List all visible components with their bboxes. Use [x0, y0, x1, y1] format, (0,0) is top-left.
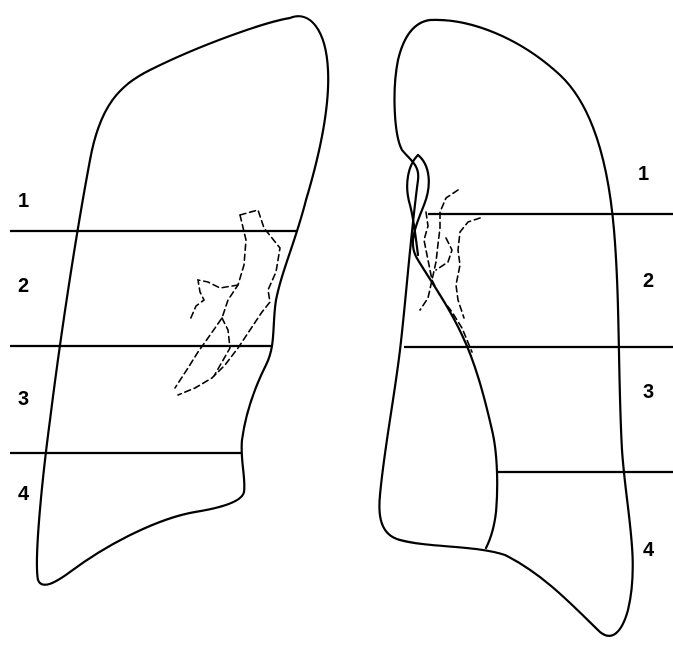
left-zone-label-2: 2: [18, 275, 29, 297]
right-lung: [379, 20, 632, 636]
left-zone-label-1: 1: [18, 190, 29, 212]
right-zone-label-1: 1: [638, 163, 649, 185]
right-zone-label-4: 4: [643, 539, 655, 561]
left-hilum-vessel-3: [190, 280, 238, 320]
left-lung-outline: [37, 16, 328, 585]
right-zone-label-2: 2: [643, 270, 654, 292]
right-zone-label-3: 3: [643, 381, 654, 403]
right-hilum-vessel-3: [456, 218, 480, 318]
left-zone-label-4: 4: [18, 483, 30, 505]
left-hilum-vessel-2: [175, 215, 246, 388]
right-lung-outline: [379, 20, 632, 636]
left-lung: [37, 16, 328, 585]
left-zone-label-3: 3: [18, 388, 29, 410]
